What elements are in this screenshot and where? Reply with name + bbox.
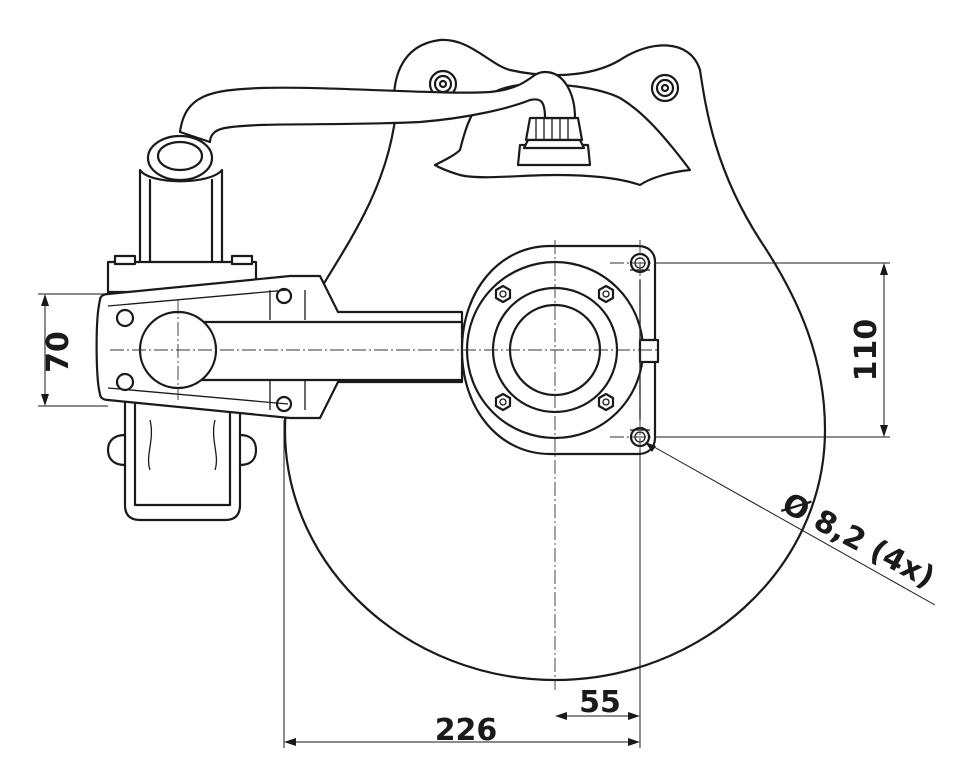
handle-loop [106,398,258,522]
hole-callout-label: Ø 8,2 (4x) [776,486,940,595]
flange-nut-4 [597,392,615,412]
dimension-226 [283,420,641,748]
hole-callout-leader [645,442,936,606]
dimension-226-label: 226 [435,713,498,748]
lever-pivot-hole-bottom [115,372,135,392]
lever-pivot-hole-top [115,308,135,328]
top-right-bolt [650,73,680,103]
flange-nut-1 [494,284,512,304]
dimension-70 [38,293,108,407]
lever-bolt-bottom [275,395,293,413]
dimension-55 [555,712,640,720]
dimension-110-label: 110 [849,319,884,382]
dimension-70-label: 70 [41,331,76,373]
dimension-110 [655,262,890,438]
cable-hose [178,70,577,144]
lever-shaft [198,320,464,382]
dimension-55-label: 55 [579,685,621,720]
flange-nut-2 [597,284,615,304]
flange-nut-3 [494,392,512,412]
lever-bolt-top [275,287,293,305]
outlet-pipe [138,134,224,267]
cable-gland [516,116,592,167]
